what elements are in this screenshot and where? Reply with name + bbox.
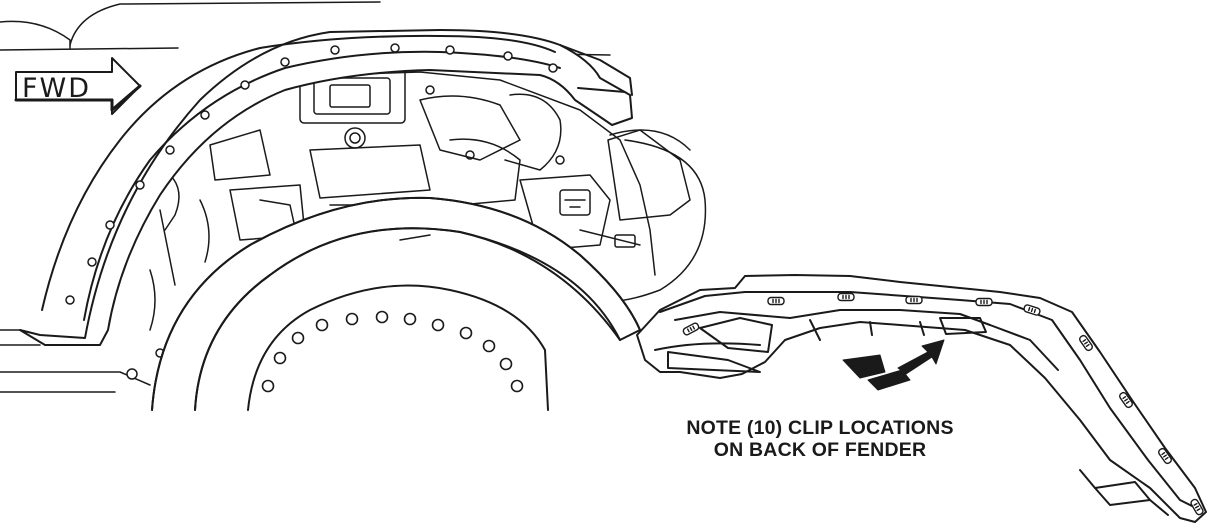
tire-and-wheel [151, 196, 641, 411]
clip [905, 295, 923, 305]
note-line-2: ON BACK OF FENDER [713, 439, 927, 461]
fwd-arrow-icon: FWD [14, 57, 142, 115]
clip [682, 322, 700, 336]
clip [1023, 304, 1041, 316]
wheel-bolt-holes [261, 310, 524, 393]
clip-location-note: NOTE (10) CLIP LOCATIONS ON BACK OF FEND… [640, 417, 1000, 461]
clip [767, 296, 785, 306]
clip [1190, 498, 1204, 516]
fwd-label: FWD [22, 73, 91, 104]
clip [975, 297, 993, 307]
clip [837, 292, 855, 302]
installed-flare-holes [65, 43, 558, 380]
clip [1158, 447, 1172, 465]
clip [1119, 391, 1133, 409]
clip [1079, 334, 1093, 352]
flip-arrow-icon [842, 339, 945, 391]
vehicle-body [0, 1, 707, 393]
fender-clips [682, 292, 1204, 516]
note-line-1: NOTE (10) CLIP LOCATIONS [686, 417, 954, 439]
